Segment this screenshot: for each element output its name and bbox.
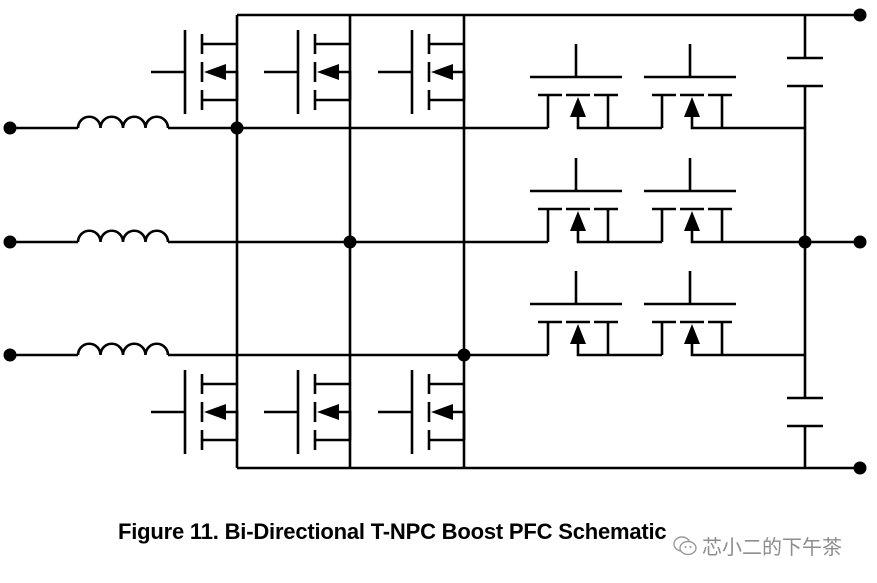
input-terminal-phase-2 (3, 235, 17, 249)
junction-midpoint (798, 235, 812, 249)
output-terminal-midpoint (853, 235, 867, 249)
low-side-mosfet-2-body-arrow (317, 404, 339, 420)
high-side-mosfet-3-body-arrow (431, 64, 453, 80)
input-terminal-phase-3 (3, 348, 17, 362)
low-side-mosfet-3-body-arrow (431, 404, 453, 420)
figure-caption: Figure 11. Bi-Directional T-NPC Boost PF… (118, 519, 667, 544)
output-terminal-negative (853, 461, 867, 475)
output-terminal-positive (853, 8, 867, 22)
inductor-phase-2 (76, 229, 170, 243)
high-side-mosfet-2-body-arrow (317, 64, 339, 80)
junction-phase-1 (230, 121, 244, 135)
input-terminal-phase-1 (3, 121, 17, 135)
bidirectional-switch-2b-body-arrow (684, 211, 700, 231)
inductor-phase-3 (76, 342, 170, 356)
low-side-mosfet-1-body-arrow (204, 404, 226, 420)
junction-phase-2 (343, 235, 357, 249)
inductor-phase-1 (76, 115, 170, 129)
high-side-mosfet-1-body-arrow (204, 64, 226, 80)
t-npc-schematic (3, 8, 867, 475)
watermark-text: 芯小二的下午茶 (702, 535, 842, 559)
watermark: 芯小二的下午茶 (672, 531, 842, 560)
bidirectional-switch-2a-body-arrow (570, 211, 586, 231)
bidirectional-switch-1b-body-arrow (684, 97, 700, 117)
bidirectional-switch-3a-body-arrow (570, 324, 586, 344)
bidirectional-switch-3b-body-arrow (684, 324, 700, 344)
bidirectional-switch-1a-body-arrow (570, 97, 586, 117)
junction-phase-3 (457, 348, 471, 362)
wechat-chat-icon (673, 535, 697, 555)
